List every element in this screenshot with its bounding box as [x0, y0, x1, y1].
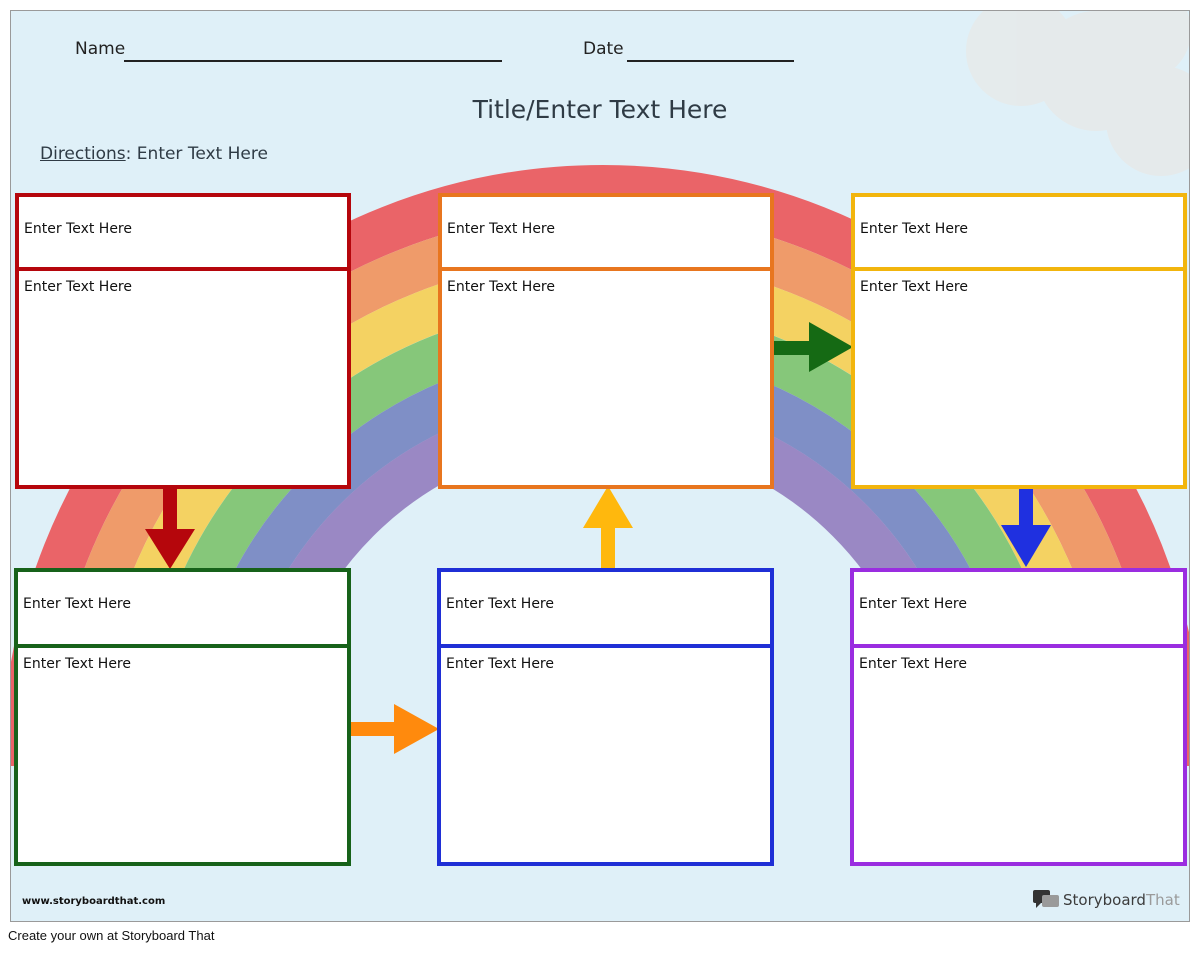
directions-text: Enter Text Here [136, 144, 268, 164]
box-1-body-text: Enter Text Here [24, 279, 132, 295]
box-6-body-text: Enter Text Here [859, 656, 967, 672]
box-3-body-text: Enter Text Here [860, 279, 968, 295]
arrow-down-icon [145, 487, 195, 569]
brand-word-2: That [1145, 891, 1180, 909]
box-6-body[interactable]: Enter Text Here [850, 644, 1187, 866]
box-4-body-text: Enter Text Here [23, 656, 131, 672]
box-2-body[interactable]: Enter Text Here [438, 267, 774, 489]
page-title[interactable]: Title/Enter Text Here [472, 95, 728, 124]
directions-separator: : [125, 144, 132, 164]
brand-word-1: Storyboard [1063, 891, 1146, 909]
site-url[interactable]: www.storyboardthat.com [22, 896, 166, 907]
date-field[interactable] [627, 60, 794, 62]
box-3-heading-text: Enter Text Here [860, 221, 968, 237]
box-1-body[interactable]: Enter Text Here [15, 267, 351, 489]
box-5-body[interactable]: Enter Text Here [437, 644, 774, 866]
box-5-body-text: Enter Text Here [446, 656, 554, 672]
page-footer-link[interactable]: Create your own at Storyboard That [8, 928, 215, 943]
box-4-heading[interactable]: Enter Text Here [14, 568, 351, 648]
box-1-heading-text: Enter Text Here [24, 221, 132, 237]
box-5-heading-text: Enter Text Here [446, 596, 554, 612]
worksheet: Name Date Title/Enter Text Here Directio… [10, 10, 1190, 922]
box-4-body[interactable]: Enter Text Here [14, 644, 351, 866]
arrow-up-icon [583, 486, 633, 568]
date-label: Date [583, 39, 624, 59]
box-5-heading[interactable]: Enter Text Here [437, 568, 774, 648]
box-2-heading-text: Enter Text Here [447, 221, 555, 237]
name-label: Name [75, 39, 126, 59]
box-6-heading-text: Enter Text Here [859, 596, 967, 612]
box-2-body-text: Enter Text Here [447, 279, 555, 295]
cloud-icon [966, 11, 1189, 176]
directions-label: Directions [40, 144, 126, 164]
arrow-right-icon [771, 322, 853, 372]
name-field[interactable] [124, 60, 502, 62]
box-1-heading[interactable]: Enter Text Here [15, 193, 351, 271]
box-2-heading[interactable]: Enter Text Here [438, 193, 774, 271]
box-3-heading[interactable]: Enter Text Here [851, 193, 1187, 271]
speech-bubbles-icon [1033, 890, 1059, 908]
arrow-down-icon [1001, 487, 1051, 567]
directions[interactable]: Directions: Enter Text Here [40, 144, 268, 164]
box-4-heading-text: Enter Text Here [23, 596, 131, 612]
box-3-body[interactable]: Enter Text Here [851, 267, 1187, 489]
box-6-heading[interactable]: Enter Text Here [850, 568, 1187, 648]
arrow-right-icon [348, 704, 439, 754]
